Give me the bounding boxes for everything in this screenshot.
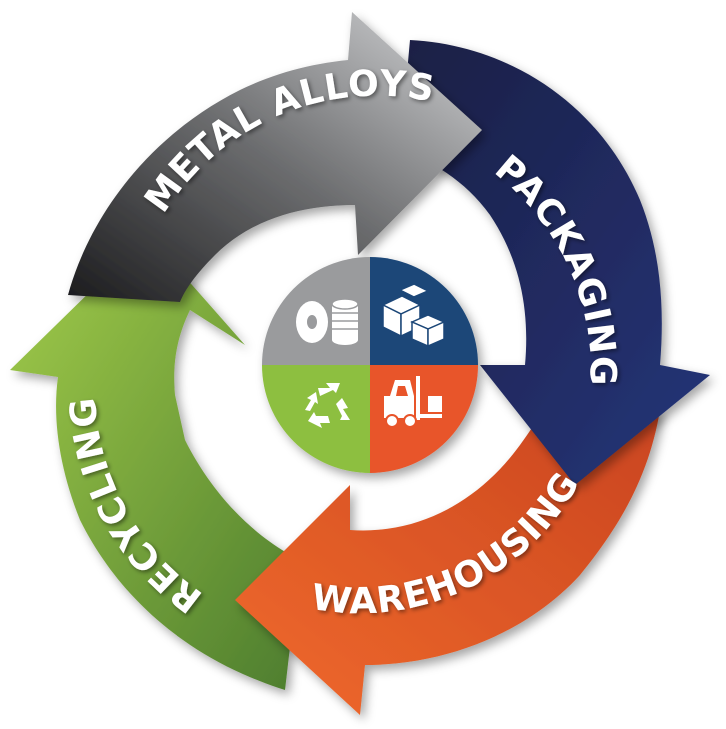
recycle-icon — [305, 383, 350, 428]
recycling-arrow — [10, 235, 300, 690]
boxes-icon — [381, 283, 446, 348]
packaging-arrow — [400, 40, 710, 485]
forklift-icon — [384, 376, 442, 428]
quadrant-top-right — [370, 257, 478, 365]
metal-alloys-arrow — [68, 12, 482, 302]
center-circle — [262, 257, 478, 473]
coil-spool-icon — [296, 298, 359, 345]
warehousing-arrow — [235, 385, 660, 715]
quadrant-bottom-right — [370, 365, 478, 473]
